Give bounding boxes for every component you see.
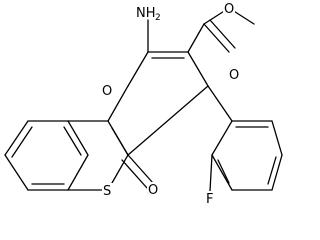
atom-ketone-oxygen: O [147, 182, 159, 198]
bond [67, 154, 89, 191]
bond [211, 154, 233, 191]
ketone-bond [121, 159, 148, 189]
fluorophenyl-ring [207, 85, 283, 192]
bond [211, 120, 233, 156]
benzo-ring [4, 120, 89, 191]
bond [127, 51, 149, 87]
pyran-ring [107, 19, 209, 156]
bond [4, 154, 29, 191]
ester-carbonyl-bond [209, 19, 236, 49]
atom-ring-oxygen: O [101, 83, 113, 99]
bond [187, 23, 205, 53]
ester-ether-oxygen-label: O [224, 2, 234, 17]
ester-carbonyl-oxygen-label: O [229, 68, 239, 83]
bond [127, 85, 209, 156]
nh2-label: NH [136, 6, 156, 21]
bond [187, 51, 209, 87]
thiopyranone-ring [67, 120, 154, 191]
atom-ester-ether-oxygen: O [223, 1, 235, 17]
bond [271, 120, 283, 156]
ketone-bond [127, 154, 154, 184]
fluoro-bond [209, 154, 213, 192]
bond-inner [217, 159, 230, 184]
bond [4, 120, 29, 156]
fluorine-label: F [206, 192, 213, 207]
ring-oxygen-label: O [102, 84, 112, 99]
bond [207, 85, 233, 122]
bond [107, 85, 129, 122]
ester-group [187, 7, 255, 53]
atom-ester-carbonyl-oxygen: O [228, 67, 240, 83]
atom-nh2: NH 2 [135, 5, 161, 23]
bond-inner [63, 126, 82, 156]
atom-thio-sulfur: S [102, 183, 114, 199]
structure-svg: NH 2 O O O S O F [4, 1, 283, 207]
bond-inner [11, 126, 33, 158]
ketone-oxygen-label: O [148, 183, 158, 198]
atom-fluorine: F [205, 191, 216, 207]
ester-carbonyl-bond [203, 23, 230, 53]
nh2-subscript: 2 [155, 13, 161, 23]
thio-sulfur-label: S [103, 184, 111, 199]
bond-inner [111, 127, 129, 156]
bond [271, 154, 283, 191]
bond-inner [267, 156, 277, 185]
bond [67, 120, 89, 156]
chemical-structure-diagram: NH 2 O O O S O F [4, 1, 283, 207]
